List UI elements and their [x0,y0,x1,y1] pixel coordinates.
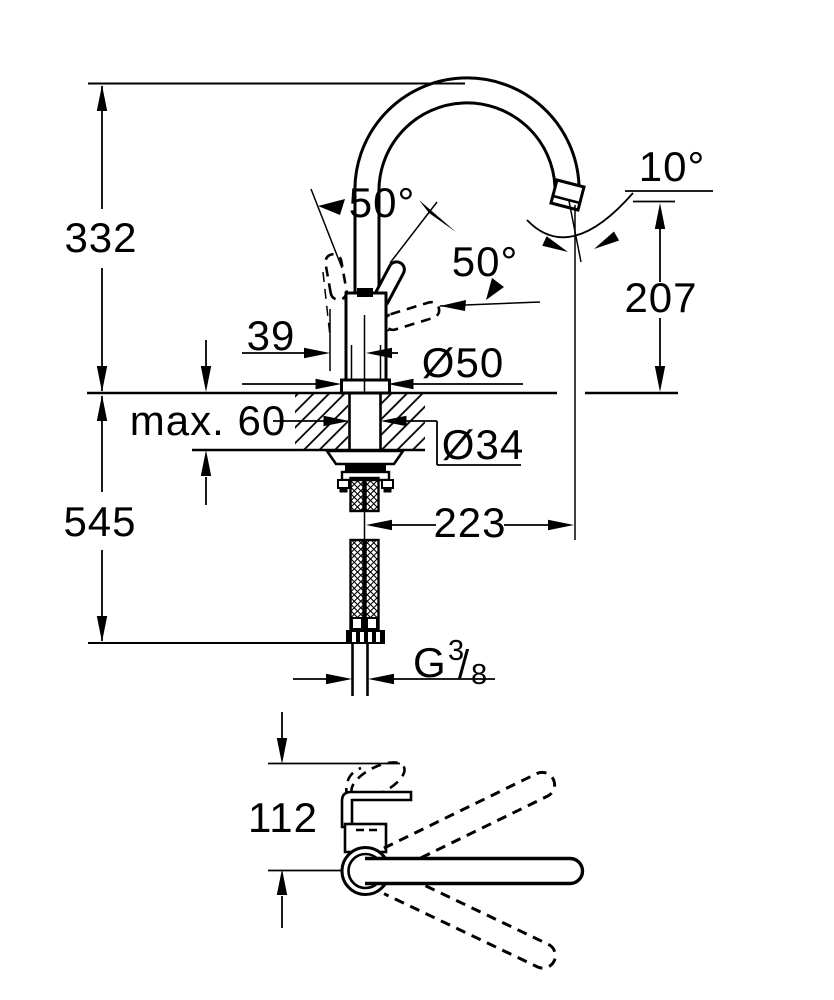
angle-leg-open [310,188,343,269]
dim-base-diameter: Ø50 [422,339,504,386]
dimension-lines [88,82,713,685]
dim-shank-diameter: Ø34 [442,421,524,468]
spout-arm-swivel-down [383,869,557,970]
dim-spout-reach: 223 [433,499,506,546]
aerator [549,178,586,212]
spout [353,76,586,293]
dim-thread-size: G 3 / 8 [413,635,487,691]
fixing-set [324,449,406,493]
faucet-body [340,288,391,395]
stabilizing-plate [324,449,406,466]
dim-handle-reach: 39 [247,312,296,359]
supply-hoses [346,476,385,696]
dim-overall-height: 332 [64,214,137,261]
dim-top-view-depth: 112 [248,794,318,841]
dim-handle-swing-angle: 50° [349,179,416,226]
handle-paddle [340,790,413,829]
dim-max-deck-thickness: max. 60 [130,397,286,444]
base-flange [340,378,391,395]
outlet-angle-arc [526,192,634,239]
dim-handle-side-angle: 50° [452,238,519,285]
dim-outlet-height: 207 [624,274,697,321]
handle-down-dashed [383,300,441,332]
dim-outlet-angle: 10° [639,143,706,190]
spout-arm-swivel-up [383,770,557,872]
dim-height-below-deck: 545 [63,498,136,545]
dimension-labels: 332 545 max. 60 39 Ø50 Ø34 207 10° 50° 5… [63,143,706,841]
handle-open-dashed [324,252,348,302]
tilt-line [568,200,582,263]
top-view [268,712,585,970]
cartridge-tab [357,288,373,297]
spout-arm [365,856,585,886]
